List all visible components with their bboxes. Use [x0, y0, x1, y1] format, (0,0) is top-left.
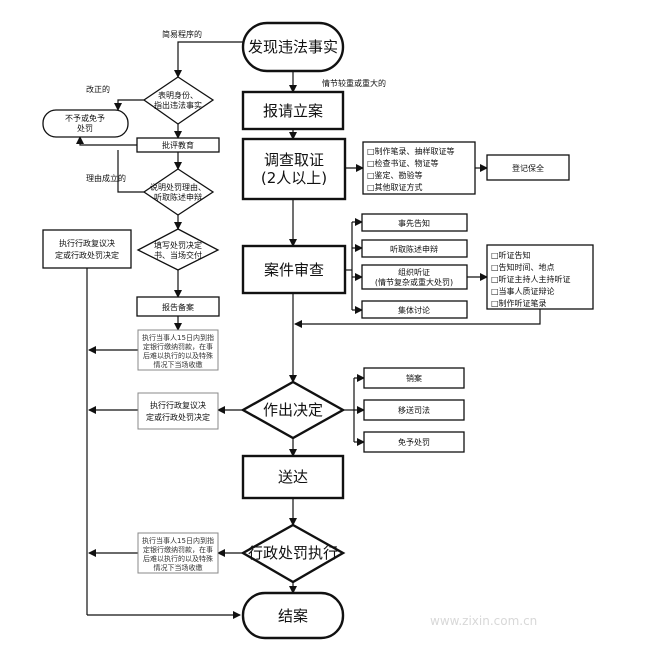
investigation-item-1: □制作笔录、抽样取证等	[367, 146, 455, 156]
connector	[114, 99, 144, 111]
prior-notice-label: 事先告知	[398, 218, 430, 228]
hearing-step-3: □听证主持人主持听证	[491, 274, 571, 284]
hearing-line-2: (情节复杂或重大处罚)	[375, 277, 453, 287]
reconsider-top-line-2: 定或行政处罚决定	[55, 250, 119, 260]
connector	[117, 150, 144, 193]
hearing-step-1: □听证告知	[491, 250, 531, 260]
collective-label: 集体讨论	[398, 305, 430, 315]
investigation-item-2: □检查书证、物证等	[367, 158, 439, 168]
reconsider-note-mid: 执行行政复议决 定或行政处罚决定	[137, 392, 219, 430]
execute-note-2: 执行当事人15日内到指 定银行缴纳罚款，在事 后难以执行的以及特殊 情况下当场收…	[137, 532, 219, 574]
review-label: 案件审查	[264, 261, 324, 279]
execute-note-1-line-4: 情况下当场收缴	[154, 360, 203, 369]
reconsider-mid-line-2: 定或行政处罚决定	[146, 412, 210, 422]
exempt-penalty-box: 免予处罚	[363, 431, 465, 453]
investigation-methods-box: □制作笔录、抽样取证等 □检查书证、物证等 □鉴定、勘验等 □其他取证方式	[362, 141, 476, 195]
execute-note-2-line-4: 情况下当场收缴	[154, 563, 203, 572]
enforce-diamond: 行政处罚执行	[240, 523, 346, 584]
criticize-box: 批评教育	[136, 137, 220, 153]
execute-note-1-line-3: 后难以执行的以及特殊	[143, 351, 213, 360]
start-discover: 发现违法事实	[241, 21, 345, 73]
hearing-line-1: 组织听证	[398, 267, 430, 277]
criticize-label: 批评教育	[162, 140, 194, 150]
show-identity-diamond: 表明身份、 指出违法事实	[142, 76, 215, 125]
cancel-case-label: 销案	[406, 373, 422, 383]
connector	[294, 309, 541, 328]
transfer-judicial-label: 移送司法	[398, 405, 430, 415]
fill-form-line-1: 填写处罚决定	[154, 240, 202, 250]
end-close: 结案	[241, 591, 345, 640]
execute-note-1: 执行当事人15日内到指 定银行缴纳罚款，在事 后难以执行的以及特殊 情况下当场收…	[137, 329, 219, 371]
register-preserve-box: 登记保全	[486, 154, 570, 181]
file-case-label: 报请立案	[263, 102, 323, 120]
reconsider-top-line-1: 执行行政复议决	[59, 238, 115, 248]
prior-notice-box: 事先告知	[361, 213, 468, 232]
discover-label: 发现违法事实	[248, 38, 338, 56]
hearing-step-2: □告知时间、地点	[491, 262, 555, 272]
corrected-label: 改正的	[86, 84, 110, 94]
register-preserve-label: 登记保全	[512, 163, 544, 173]
decide-diamond: 作出决定	[240, 380, 346, 440]
execute-note-2-line-3: 后难以执行的以及特殊	[143, 554, 213, 563]
record-box: 报告备案	[136, 296, 220, 317]
reconsider-box-top: 执行行政复议决 定或行政处罚决定	[42, 229, 132, 269]
hear-defense-label: 听取陈述申辩	[390, 244, 438, 254]
connector	[174, 41, 243, 78]
investigation-item-4: □其他取证方式	[367, 182, 423, 192]
deliver-label: 送达	[278, 468, 308, 486]
exempt-penalty-label: 免予处罚	[398, 437, 430, 447]
hearing-box: 组织听证 (情节复杂或重大处罚)	[361, 264, 468, 290]
explain-line-1: 说明处罚理由、	[150, 182, 206, 192]
execute-note-2-line-2: 定银行缴纳罚款，在事	[143, 545, 213, 554]
execute-note-1-line-1: 执行当事人15日内到指	[142, 333, 214, 342]
deliver-box: 送达	[241, 454, 345, 500]
execute-note-2-line-1: 执行当事人15日内到指	[142, 536, 214, 545]
connector	[76, 136, 137, 146]
close-label: 结案	[278, 607, 308, 625]
review-box: 案件审查	[241, 244, 347, 295]
reconsider-mid-line-1: 执行行政复议决	[150, 400, 206, 410]
decide-label: 作出决定	[263, 401, 323, 419]
watermark: www.zixin.com.cn	[430, 614, 537, 628]
show-identity-line-2: 指出违法事实	[154, 100, 202, 110]
hear-defense-box: 听取陈述申辩	[361, 239, 468, 258]
explain-diamond: 说明处罚理由、 听取陈述申辩	[142, 168, 215, 216]
no-penalty-box: 不予或免予 处罚	[42, 109, 129, 138]
collective-box: 集体讨论	[361, 300, 468, 319]
transfer-judicial-box: 移送司法	[363, 399, 465, 421]
hearing-steps-box: □听证告知 □告知时间、地点 □听证主持人主持听证 □当事人质证辩论 □制作听证…	[486, 244, 594, 310]
investigate-label-1: 调查取证	[264, 151, 324, 169]
no-penalty-line-2: 处罚	[77, 123, 93, 133]
investigation-item-3: □鉴定、勘验等	[367, 170, 423, 180]
file-case-box: 报请立案	[241, 90, 345, 131]
record-label: 报告备案	[162, 302, 194, 312]
investigate-box: 调查取证 (2人以上)	[241, 137, 347, 201]
investigate-label-2: (2人以上)	[261, 169, 327, 187]
reason-valid-label: 理由成立的	[86, 173, 126, 183]
explain-line-2: 听取陈述申辩	[154, 192, 202, 202]
simple-case-label: 简易程序的	[162, 29, 202, 39]
fill-form-diamond: 填写处罚决定 书、当场交付	[136, 228, 220, 271]
general-case-label: 情节较重或重大的	[322, 78, 386, 88]
execute-note-1-line-2: 定银行缴纳罚款，在事	[143, 342, 213, 351]
show-identity-line-1: 表明身份、	[158, 90, 198, 100]
fill-form-line-2: 书、当场交付	[154, 250, 202, 260]
hearing-step-4: □当事人质证辩论	[491, 286, 555, 296]
enforce-label: 行政处罚执行	[248, 544, 338, 562]
cancel-case-box: 销案	[363, 367, 465, 389]
hearing-step-5: □制作听证笔录	[491, 298, 547, 308]
no-penalty-line-1: 不予或免予	[65, 113, 105, 123]
